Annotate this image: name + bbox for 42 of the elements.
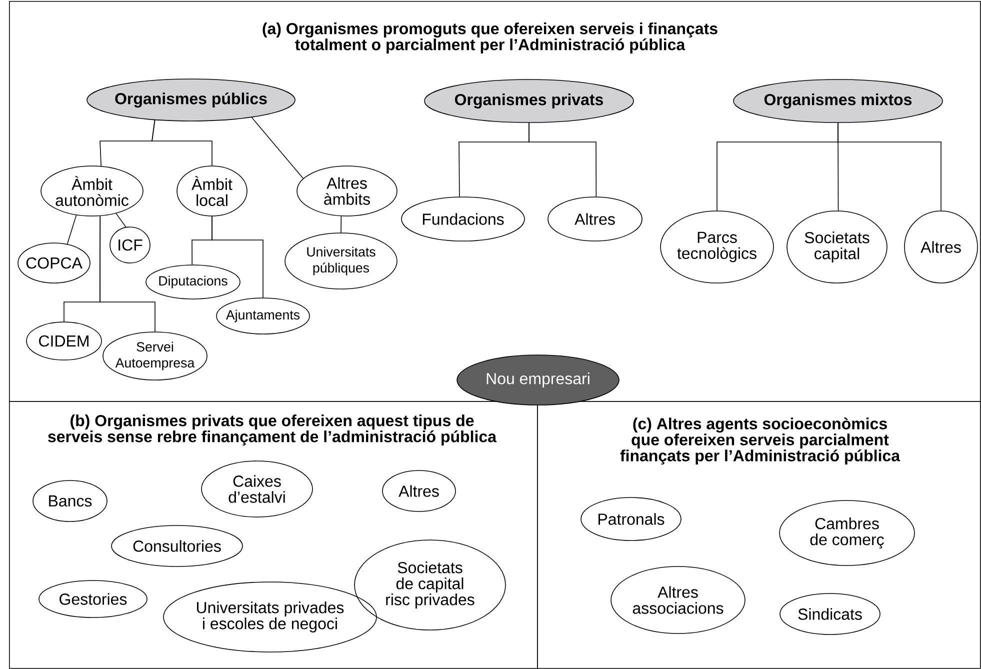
oval-label: CIDEM: [26, 322, 102, 360]
connector-line: [116, 213, 126, 228]
oval-label: Àmbit autonòmic: [40, 166, 144, 216]
oval-label: Altres: [548, 196, 642, 242]
oval-label: Diputacions: [146, 264, 240, 300]
oval-label: Gestories: [38, 580, 148, 618]
connector-line: [340, 216, 342, 233]
connector-line: [100, 216, 156, 332]
oval-label: Ajuntaments: [216, 298, 310, 334]
connector-line: [152, 120, 212, 166]
panel-heading: (a) Organismes promoguts que ofereixen serveis i finançats totalment o parcialment per l’Administració pública: [262, 22, 718, 54]
oval-label: Cambres de comerç: [779, 500, 915, 566]
connector-line: [251, 117, 304, 179]
oval-label: Altres associacions: [610, 566, 746, 634]
oval-label: Altres: [904, 210, 978, 284]
category-oval: Organismes privats: [424, 79, 634, 123]
oval-label: Altres: [382, 470, 456, 512]
connector-line: [528, 122, 597, 198]
oval-label: Altres àmbits: [296, 166, 398, 216]
panel-heading: (b) Organismes privats que ofereixen aquest tipus de serveis sense rebre finançament de l’administració pública: [48, 414, 497, 446]
center-oval: Nou empresari: [456, 354, 620, 406]
oval-label: COPCA: [18, 242, 90, 284]
oval-label: Bancs: [32, 480, 108, 522]
oval-label: Caixes d’estalvi: [201, 460, 313, 518]
connector-line: [838, 122, 942, 212]
oval-label: Universitats privades i escoles de negoci: [163, 582, 377, 652]
category-oval: Organismes públics: [86, 78, 296, 122]
oval-label: Universitats públiques: [284, 232, 398, 290]
connector-line: [66, 214, 77, 244]
oval-label: Fundacions: [401, 196, 525, 242]
oval-label: Sindicats: [780, 593, 880, 635]
oval-label: ICF: [110, 226, 150, 264]
oval-label: Parcs tecnològics: [660, 210, 774, 284]
connector-line: [212, 216, 264, 298]
oval-label: Àmbit local: [176, 166, 248, 216]
oval-label: Societats capital: [786, 210, 888, 284]
oval-label: Servei Autoempresa: [102, 332, 208, 380]
panel-heading: (c) Altres agents socioeconòmics que ofereixen serveis parcialment finançats per l’Administració pública: [620, 417, 900, 465]
category-oval: Organismes mixtos: [733, 79, 943, 123]
oval-label: Patronals: [580, 497, 682, 541]
oval-label: Consultories: [111, 525, 243, 567]
oval-label: Societats de capital risc privades: [354, 540, 506, 630]
